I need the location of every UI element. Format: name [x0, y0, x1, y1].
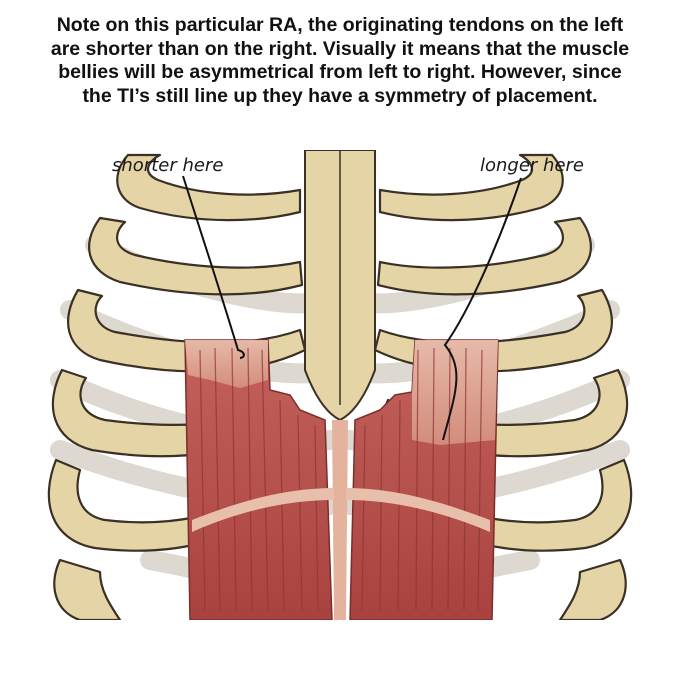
label-longer-here: longer here — [480, 155, 584, 176]
linea-alba — [332, 420, 348, 620]
label-shorter-here: shorter here — [112, 155, 223, 176]
